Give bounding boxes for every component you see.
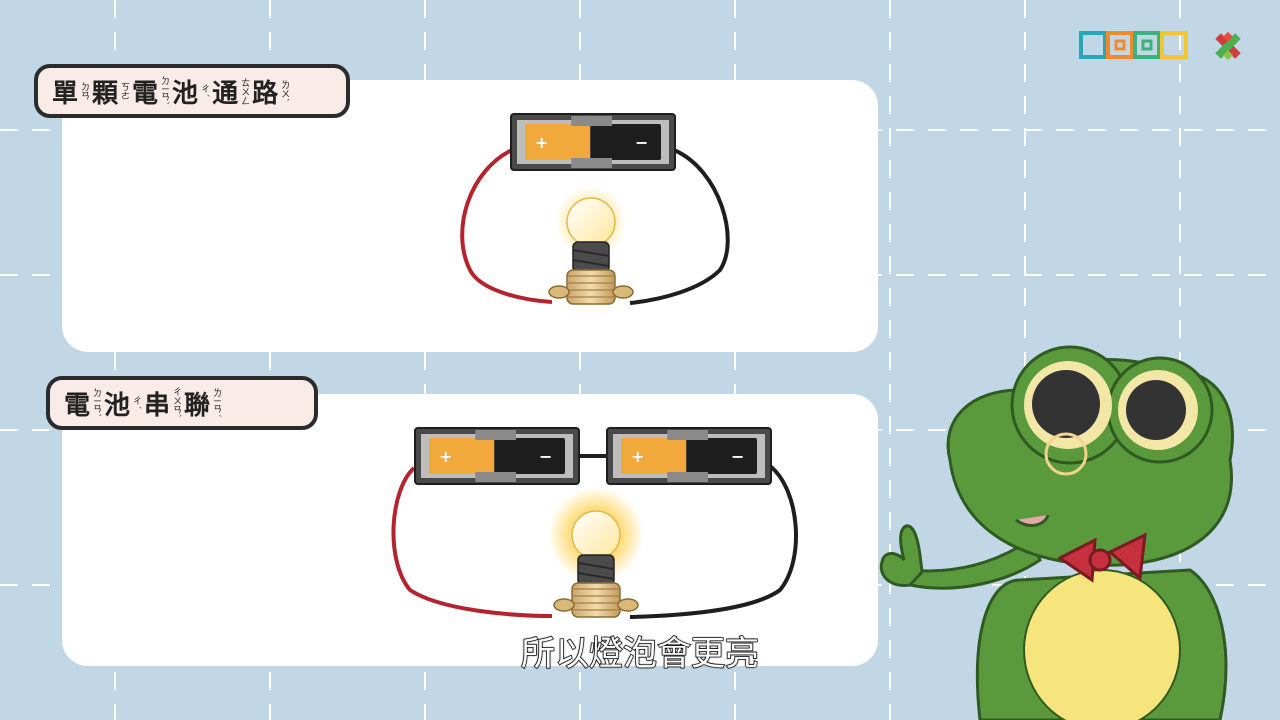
title-char-bopomofo: ㄊㄨㄥ (239, 77, 250, 105)
battery-plus-label: + (535, 133, 548, 152)
circuit-1-wires (460, 148, 730, 305)
title-char-bopomofo: ㄎㄜ (119, 82, 130, 100)
title-character: 單ㄉㄢ (52, 73, 90, 110)
title-char-bopomofo: ㄔㄨㄢˋ (171, 387, 182, 419)
title-char-bopomofo: ㄌㄨˋ (279, 79, 290, 103)
title-character: 池ㄔˊ (104, 385, 142, 422)
title-char-main: 單 (52, 78, 79, 109)
title-char-bopomofo: ㄔˊ (199, 84, 210, 98)
battery: +− (414, 427, 580, 485)
title-char-main: 串 (144, 390, 171, 421)
title-char-main: 電 (64, 390, 91, 421)
title-char-bopomofo: ㄌㄧㄢˊ (211, 388, 222, 418)
title-character: 顆ㄎㄜ (92, 73, 130, 110)
battery-minus-label: − (731, 447, 744, 466)
light-bulb (548, 487, 644, 618)
subtitle-caption: 所以燈泡會更亮 (520, 633, 760, 675)
title-char-main: 池 (104, 390, 131, 421)
battery-minus-label: − (539, 447, 552, 466)
title-char-bopomofo: ㄉㄧㄢˋ (159, 76, 170, 106)
battery-plus-label: + (631, 447, 644, 466)
title-char-main: 電 (132, 78, 159, 109)
battery-minus-label: − (635, 133, 648, 152)
title-char-main: 聯 (184, 390, 211, 421)
title-character: 電ㄉㄧㄢˋ (64, 385, 102, 422)
title-character: 通ㄊㄨㄥ (212, 73, 250, 110)
title-character: 聯ㄌㄧㄢˊ (184, 385, 222, 422)
battery: +− (510, 113, 676, 171)
single-battery-panel (62, 80, 878, 352)
battery-plus-label: + (439, 447, 452, 466)
frog-mascot (879, 345, 1234, 720)
title-char-main: 路 (252, 78, 279, 109)
battery: +− (606, 427, 772, 485)
title-character: 池ㄔˊ (172, 73, 210, 110)
title-char-bopomofo: ㄉㄧㄢˋ (91, 388, 102, 418)
cooc-logo (1079, 31, 1241, 61)
circuit-2-wires (391, 454, 798, 619)
title-character: 電ㄉㄧㄢˋ (132, 73, 170, 110)
title-char-bopomofo: ㄉㄢ (79, 82, 90, 100)
light-bulb (548, 186, 634, 305)
title-character: 串ㄔㄨㄢˋ (144, 385, 182, 422)
title-char-main: 通 (212, 78, 239, 109)
title-char-main: 顆 (92, 78, 119, 109)
title-character: 路ㄌㄨˋ (252, 73, 290, 110)
title-char-bopomofo: ㄔˊ (131, 396, 142, 410)
title-char-main: 池 (172, 78, 199, 109)
